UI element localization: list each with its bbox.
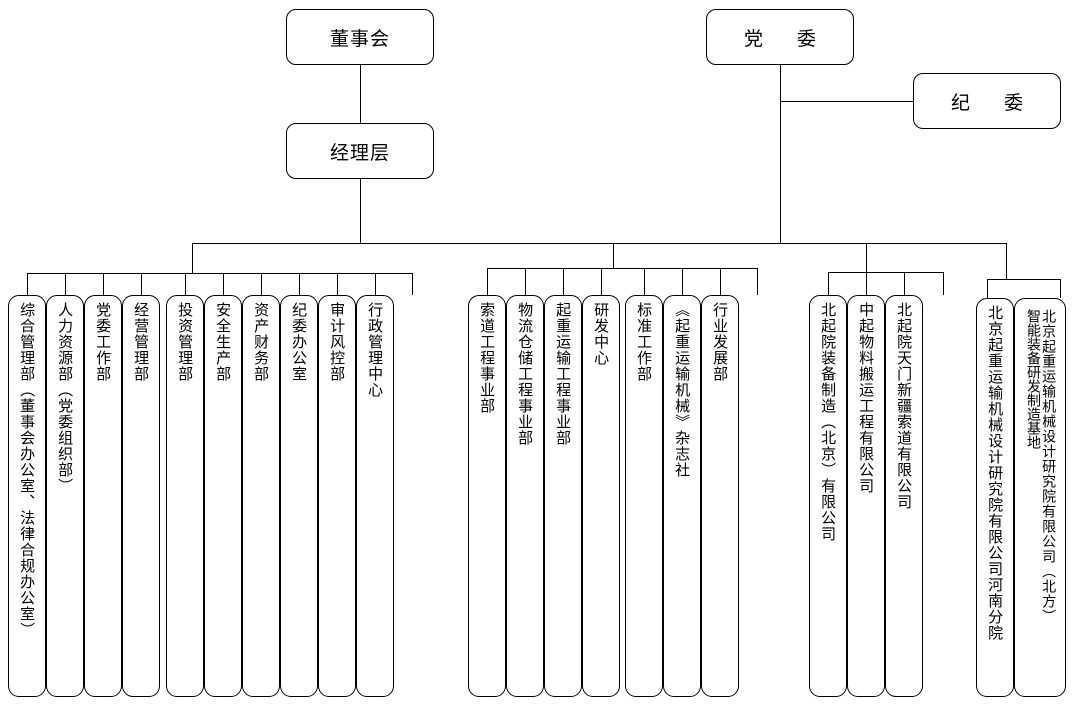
leaf-box-business-unit-1[interactable]: 物流仓储工程事业部 <box>506 295 544 697</box>
connector-party-to-discipline <box>780 101 913 102</box>
leaf-box-department-4[interactable]: 投资管理部 <box>166 295 204 697</box>
connector-drop-group-branches <box>1006 243 1007 279</box>
leaf-label-branch-1-main: 北京起重运输机械设计研究院有限公司（北方） <box>1040 309 1057 624</box>
connector-stub-bu-1 <box>525 268 526 295</box>
connector-stub-dept-7 <box>299 273 300 295</box>
leaf-box-department-1[interactable]: 人力资源部（党委组织部） <box>46 295 84 697</box>
connector-stub-bu-4 <box>644 268 645 295</box>
connector-drop-group-departments <box>192 243 193 273</box>
node-management-layer[interactable]: 经理层 <box>286 123 434 179</box>
connector-stub-bu-6 <box>720 268 721 295</box>
leaf-box-subsidiary-1[interactable]: 中起物料搬运工程有限公司 <box>847 295 885 697</box>
leaf-box-subsidiary-2[interactable]: 北起院天门新疆索道有限公司 <box>885 295 923 697</box>
connector-bus-business-units <box>487 268 757 269</box>
connector-party-committee-stem <box>780 65 781 243</box>
leaf-label-business-unit-6: 行业发展部 <box>711 302 730 382</box>
leaf-box-business-unit-0[interactable]: 索道工程事业部 <box>468 295 506 697</box>
leaf-box-department-2[interactable]: 党委工作部 <box>84 295 122 697</box>
leaf-label-business-unit-3: 研发中心 <box>592 302 611 366</box>
leaf-label-department-4: 投资管理部 <box>176 302 195 382</box>
connector-bus-subsidiaries-right-end <box>943 272 944 295</box>
leaf-label-department-8: 审计风控部 <box>328 302 347 382</box>
connector-stub-dept-0 <box>27 273 28 295</box>
leaf-box-business-unit-5[interactable]: 《起重运输机械》杂志社 <box>663 295 701 697</box>
connector-drop-group-business-units <box>613 243 614 268</box>
connector-stub-bu-3 <box>601 268 602 295</box>
node-discipline-committee[interactable]: 纪 委 <box>913 73 1061 129</box>
leaf-label-department-7: 纪委办公室 <box>290 302 309 382</box>
connector-main-bus <box>192 243 1006 244</box>
connector-drop-group-subsidiaries <box>866 243 867 272</box>
leaf-box-department-5[interactable]: 安全生产部 <box>204 295 242 697</box>
connector-stub-dept-8 <box>337 273 338 295</box>
connector-stub-branch-0 <box>987 279 988 298</box>
leaf-box-department-9[interactable]: 行政管理中心 <box>356 295 394 697</box>
leaf-label-department-1: 人力资源部（党委组织部） <box>56 302 75 494</box>
leaf-box-branch-1[interactable]: 北京起重运输机械设计研究院有限公司（北方） 智能装备研发制造基地 <box>1014 298 1066 697</box>
leaf-label-department-9: 行政管理中心 <box>366 302 385 398</box>
connector-stub-bu-0 <box>487 268 488 295</box>
node-board-of-directors[interactable]: 董事会 <box>286 9 434 65</box>
leaf-label-branch-1-secondary: 智能装备研发制造基地 <box>1025 309 1041 449</box>
leaf-box-subsidiary-0[interactable]: 北起院装备制造（北京）有限公司 <box>809 295 847 697</box>
connector-stub-dept-5 <box>223 273 224 295</box>
connector-bus-business-units-right-end <box>757 268 758 295</box>
leaf-label-department-5: 安全生产部 <box>214 302 233 382</box>
node-management-layer-label: 经理层 <box>329 141 390 164</box>
connector-stub-dept-1 <box>65 273 66 295</box>
leaf-box-branch-0[interactable]: 北京起重运输机械设计研究院有限公司河南分院 <box>976 298 1014 697</box>
node-party-committee-label: 党 委 <box>743 27 831 50</box>
leaf-box-department-6[interactable]: 资产财务部 <box>242 295 280 697</box>
connector-stub-dept-3 <box>141 273 142 295</box>
leaf-box-department-8[interactable]: 审计风控部 <box>318 295 356 697</box>
connector-stub-sub-0 <box>828 272 829 295</box>
leaf-label-subsidiary-0: 北起院装备制造（北京）有限公司 <box>819 302 838 542</box>
leaf-box-department-3[interactable]: 经营管理部 <box>122 295 160 697</box>
connector-stub-branch-1 <box>1060 279 1061 298</box>
leaf-label-business-unit-4: 标准工作部 <box>635 302 654 382</box>
leaf-label-business-unit-0: 索道工程事业部 <box>478 302 497 414</box>
leaf-box-business-unit-3[interactable]: 研发中心 <box>582 295 620 697</box>
connector-management-stem <box>360 179 361 243</box>
node-party-committee[interactable]: 党 委 <box>706 9 854 65</box>
connector-stub-dept-9 <box>375 273 376 295</box>
connector-stub-dept-6 <box>261 273 262 295</box>
leaf-label-subsidiary-1: 中起物料搬运工程有限公司 <box>857 302 876 494</box>
connector-bus-subsidiaries <box>828 272 943 273</box>
connector-stub-dept-4 <box>185 273 186 295</box>
leaf-label-department-2: 党委工作部 <box>94 302 113 382</box>
leaf-label-department-3: 经营管理部 <box>132 302 151 382</box>
leaf-label-business-unit-5: 《起重运输机械》杂志社 <box>673 302 692 478</box>
connector-board-to-management <box>360 65 361 123</box>
leaf-box-department-7[interactable]: 纪委办公室 <box>280 295 318 697</box>
connector-stub-bu-5 <box>682 268 683 295</box>
connector-bus-departments <box>27 273 412 274</box>
leaf-label-department-6: 资产财务部 <box>252 302 271 382</box>
leaf-label-department-0: 综合管理部（董事会办公室、法律合规办公室） <box>18 302 37 638</box>
connector-stub-sub-2 <box>904 272 905 295</box>
connector-stub-sub-1 <box>866 272 867 295</box>
leaf-box-business-unit-2[interactable]: 起重运输工程事业部 <box>544 295 582 697</box>
leaf-label-branch-0: 北京起重运输机械设计研究院有限公司河南分院 <box>986 305 1005 641</box>
leaf-box-business-unit-6[interactable]: 行业发展部 <box>701 295 739 697</box>
connector-stub-dept-2 <box>103 273 104 295</box>
connector-bus-departments-right-end <box>412 273 413 295</box>
leaf-label-business-unit-2: 起重运输工程事业部 <box>554 302 573 446</box>
connector-stub-bu-2 <box>563 268 564 295</box>
node-board-of-directors-label: 董事会 <box>329 27 390 50</box>
node-discipline-committee-label: 纪 委 <box>950 91 1038 114</box>
leaf-label-subsidiary-2: 北起院天门新疆索道有限公司 <box>895 302 914 510</box>
leaf-box-business-unit-4[interactable]: 标准工作部 <box>625 295 663 697</box>
connector-bus-branches <box>987 279 1061 280</box>
leaf-box-department-0[interactable]: 综合管理部（董事会办公室、法律合规办公室） <box>8 295 46 697</box>
leaf-label-business-unit-1: 物流仓储工程事业部 <box>516 302 535 446</box>
